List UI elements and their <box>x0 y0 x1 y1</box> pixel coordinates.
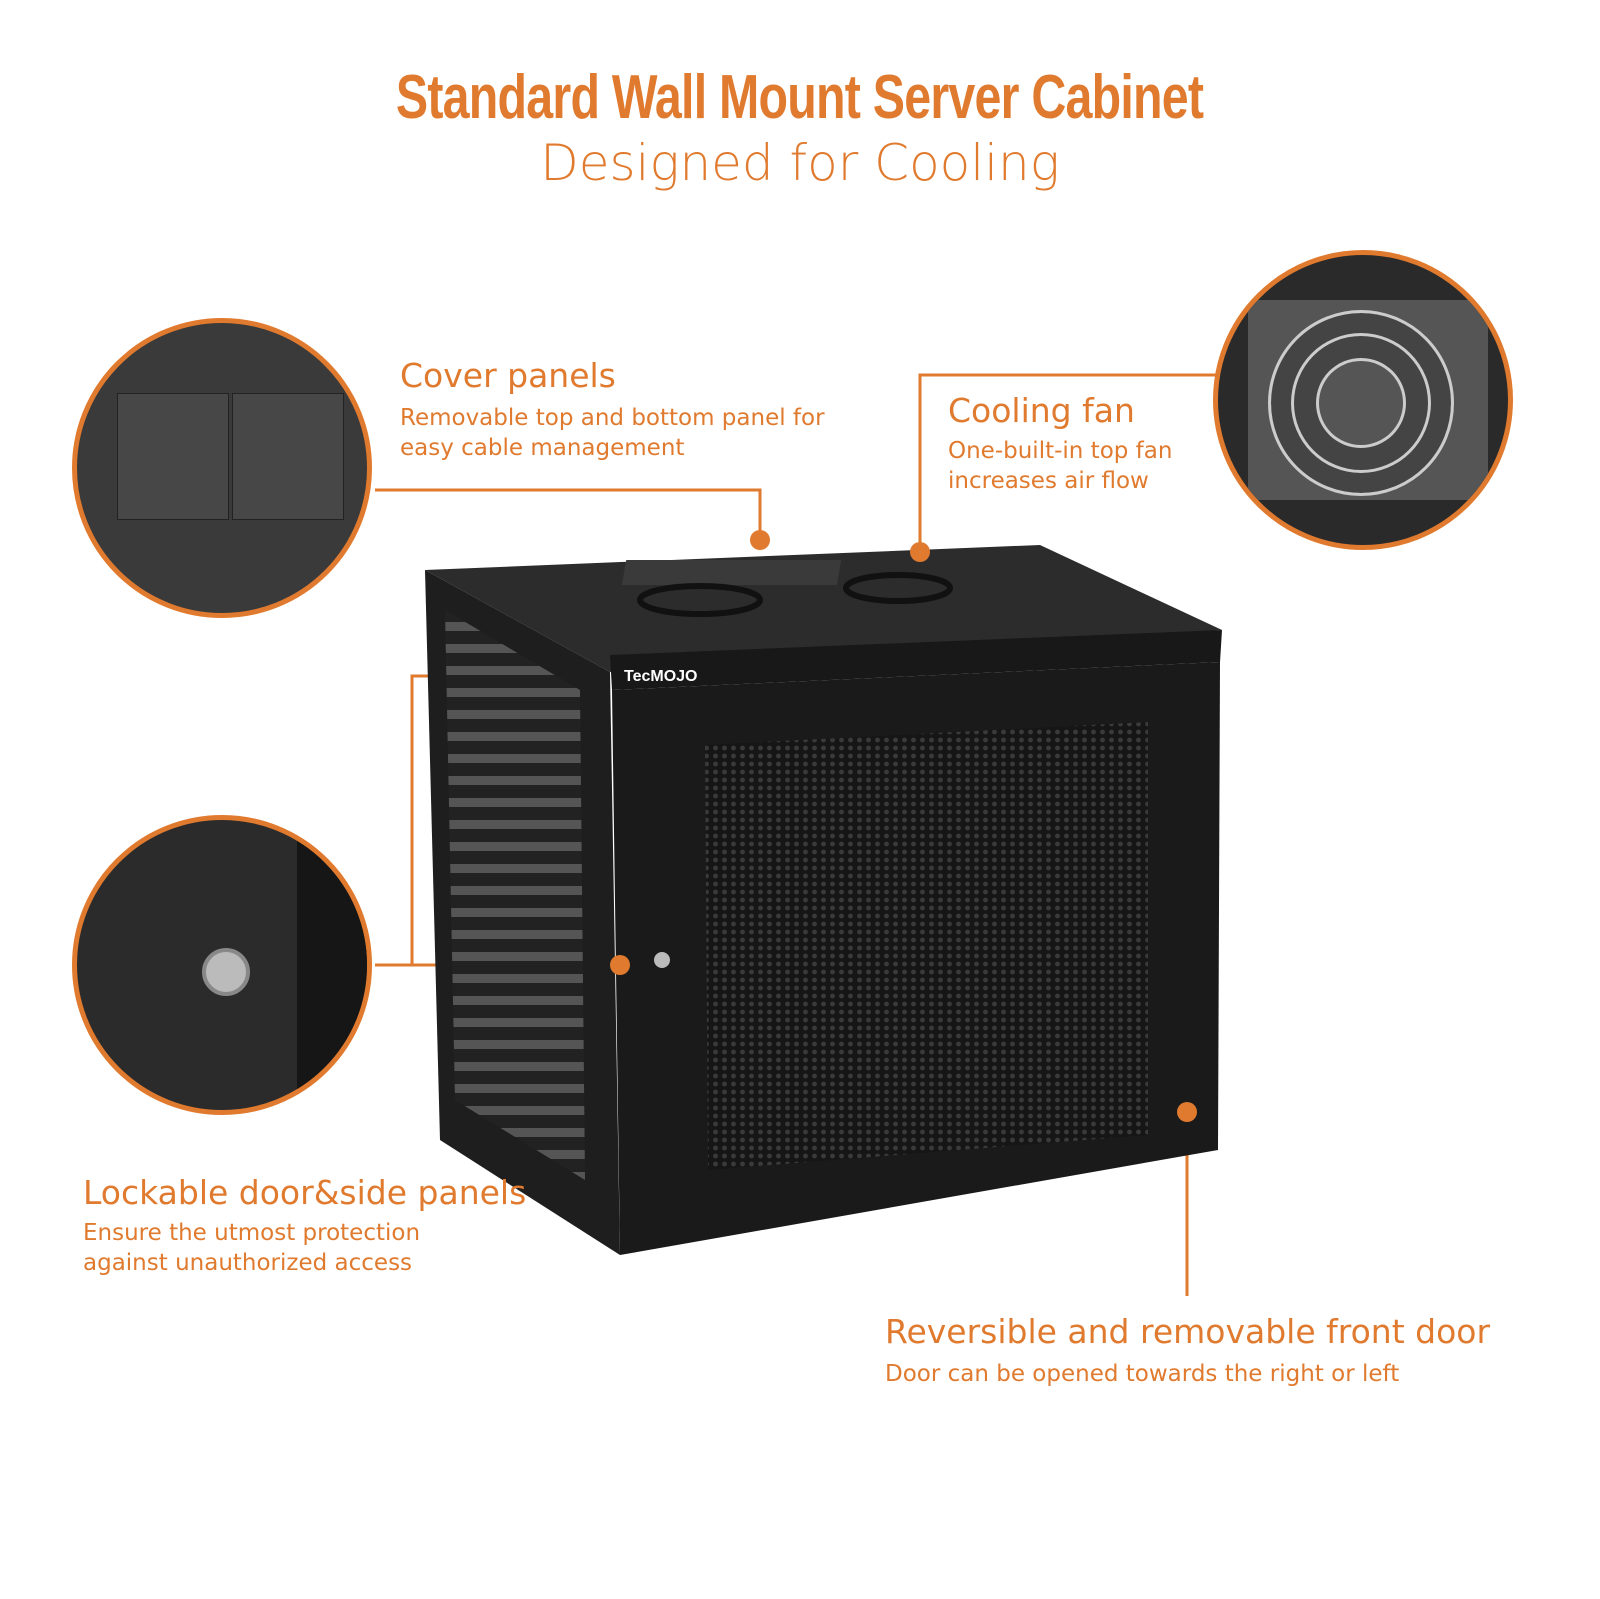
feature-heading: Cooling fan <box>948 391 1135 430</box>
feature-desc: easy cable management <box>400 435 685 461</box>
feature-heading: Lockable door&side panels <box>83 1173 527 1212</box>
feature-desc: Removable top and bottom panel for <box>400 405 825 431</box>
feature-heading: Cover panels <box>400 356 616 395</box>
callout-dots <box>610 530 1197 1122</box>
page-title: Standard Wall Mount Server Cabinet <box>396 63 1204 132</box>
feature-heading: Reversible and removable front door <box>885 1312 1491 1351</box>
feature-desc: One-built-in top fan <box>948 438 1173 464</box>
feature-desc: increases air flow <box>948 468 1149 494</box>
brand-logo: TecMOJO <box>624 668 698 685</box>
page-subtitle: Designed for Cooling <box>540 134 1060 192</box>
lock-closeup <box>72 815 372 1115</box>
key-icon <box>202 948 250 996</box>
feature-desc: Door can be opened towards the right or … <box>885 1361 1400 1387</box>
door-lock-icon <box>654 952 670 968</box>
cover-panels-closeup <box>72 318 372 618</box>
cooling-fan-closeup <box>1213 250 1513 550</box>
door-mesh <box>705 722 1148 1170</box>
feature-desc: Ensure the utmost protection <box>83 1220 421 1246</box>
feature-desc: against unauthorized access <box>83 1250 413 1276</box>
